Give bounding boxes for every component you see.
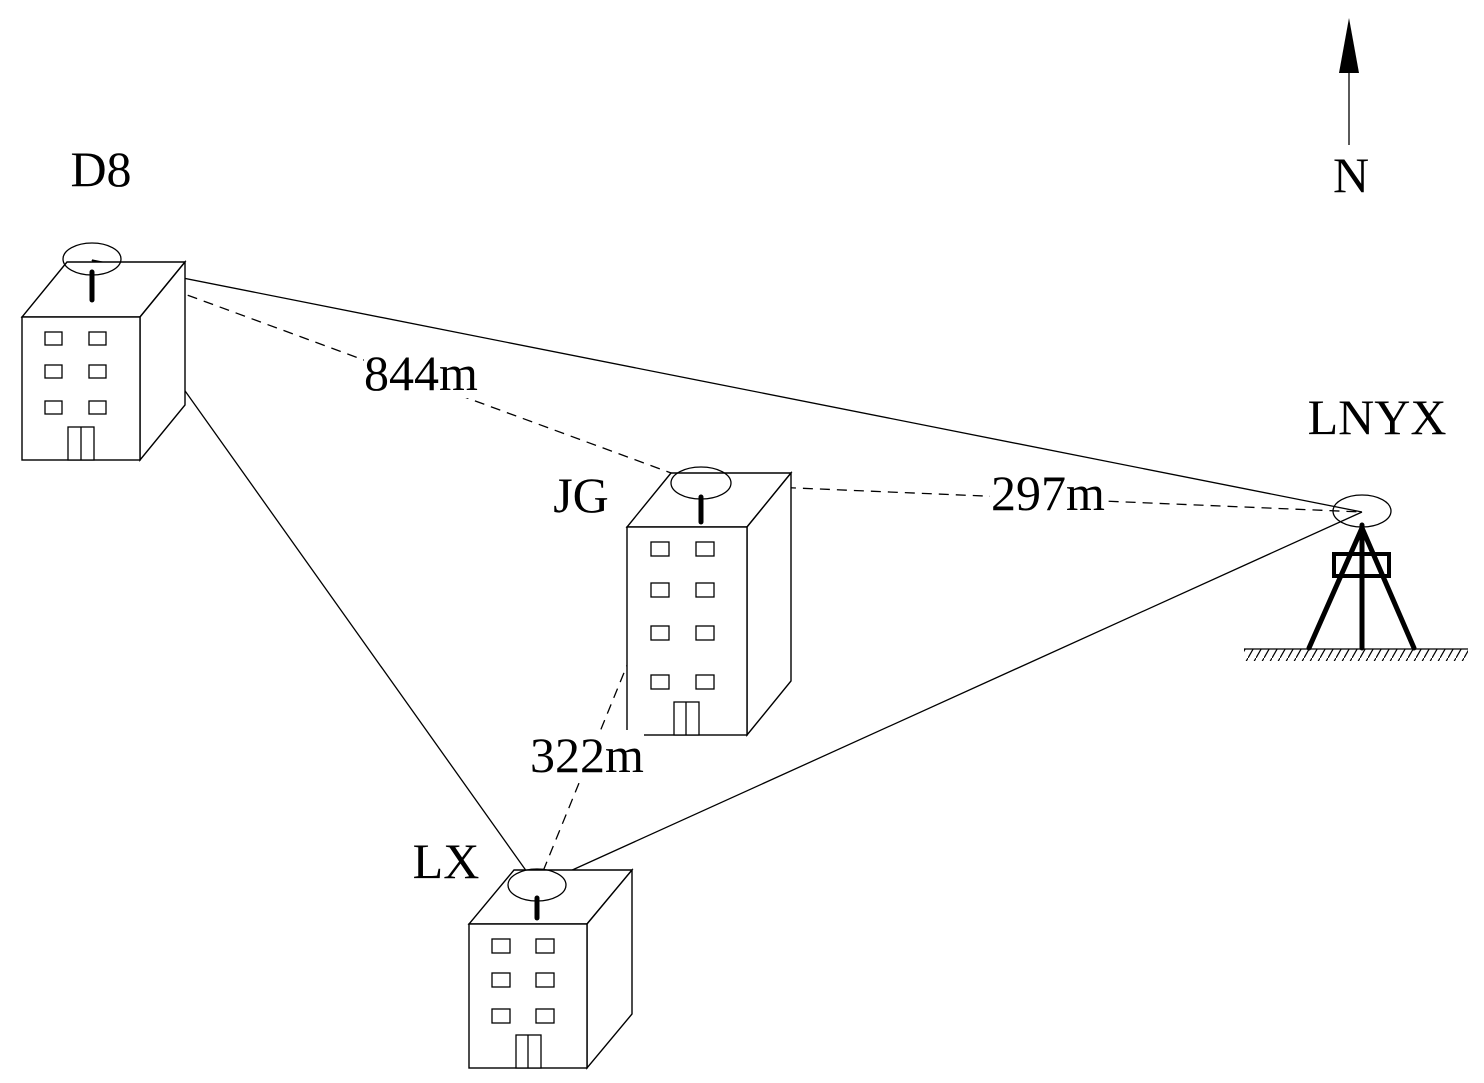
tripod-head xyxy=(1332,552,1391,578)
building-d8 xyxy=(20,242,187,462)
station-label-jg: JG xyxy=(553,467,609,523)
north-arrow: N xyxy=(1333,18,1369,203)
building-d8-door xyxy=(67,426,95,461)
building-jg-door xyxy=(673,701,700,736)
building-lx-door xyxy=(515,1034,542,1069)
gnss-antenna-lnyx xyxy=(1332,494,1392,528)
tripod-left-leg xyxy=(1306,525,1365,651)
gnss-antenna-d8 xyxy=(62,242,122,276)
station-label-d8: D8 xyxy=(70,141,131,197)
building-d8-windows xyxy=(44,331,107,415)
building-lx xyxy=(467,868,634,1070)
station-label-lx: LX xyxy=(413,833,480,889)
tripod-right-leg xyxy=(1359,525,1417,651)
gnss-antenna-jg xyxy=(670,466,732,500)
line-d8-lnyx xyxy=(91,259,1363,513)
line-lx-lnyx xyxy=(536,511,1363,887)
tripod-lnyx xyxy=(1244,494,1468,661)
building-lx-windows xyxy=(491,938,555,1024)
ground-hatching xyxy=(1244,648,1468,661)
building-jg-windows xyxy=(650,541,715,690)
baseline-length-jg-lx: 322m xyxy=(530,727,644,783)
baseline-length-jg-lnyx: 297m xyxy=(991,465,1105,521)
north-label: N xyxy=(1333,147,1369,203)
baseline-length-d8-jg: 844m xyxy=(364,345,478,401)
building-jg xyxy=(625,466,793,737)
station-label-lnyx: LNYX xyxy=(1308,389,1447,445)
gnss-antenna-lx xyxy=(507,868,567,902)
north-arrow-head xyxy=(1339,18,1359,73)
